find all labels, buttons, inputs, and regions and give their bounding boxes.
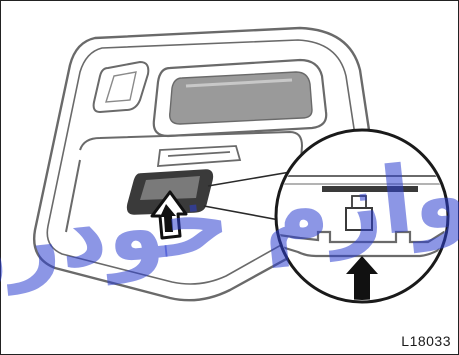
- console-slot-detail: [158, 146, 240, 166]
- map-lamp-lens: [154, 60, 326, 136]
- small-lamp-recess: [94, 62, 149, 112]
- figure-code: L18033: [401, 333, 451, 349]
